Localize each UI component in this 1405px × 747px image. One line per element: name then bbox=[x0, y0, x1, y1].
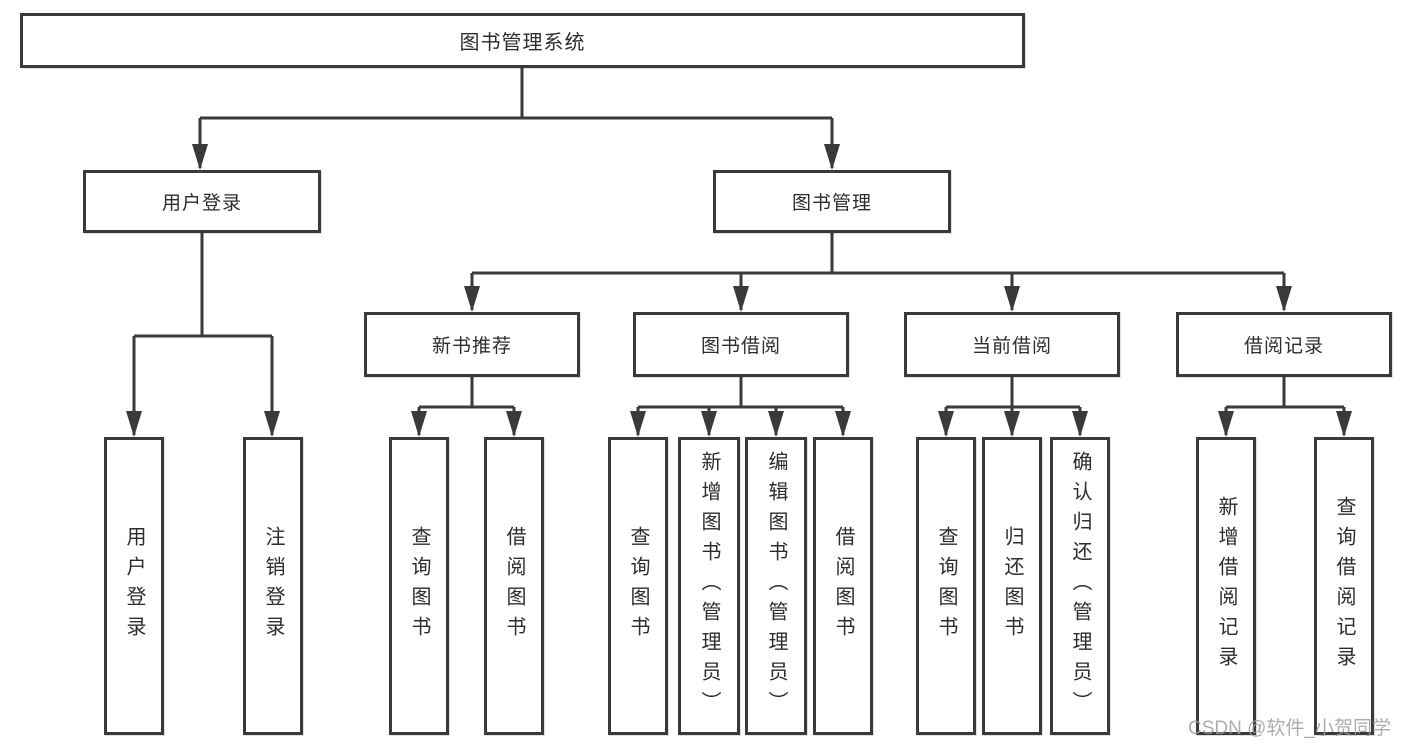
node-book-management-branch: 图书管理 bbox=[713, 170, 951, 233]
arrow-down-icon bbox=[1276, 286, 1292, 312]
leaf-return-book: 归还图书 bbox=[982, 437, 1042, 735]
leaf-borrow-books-borrowing: 借阅图书 bbox=[813, 437, 873, 735]
arrow-down-icon bbox=[630, 411, 646, 437]
leaf-label: 借阅图书 bbox=[503, 526, 525, 646]
leaf-label: 编辑图书（管理员） bbox=[765, 451, 787, 721]
leaf-label: 用户登录 bbox=[123, 526, 145, 646]
leaf-label: 查询借阅记录 bbox=[1333, 496, 1355, 676]
arrow-down-icon bbox=[1004, 286, 1020, 312]
leaf-label: 归还图书 bbox=[1001, 526, 1023, 646]
leaf-label: 查询图书 bbox=[935, 526, 957, 646]
leaf-confirm-return-admin: 确认归还（管理员） bbox=[1050, 437, 1110, 735]
leaf-label: 注销登录 bbox=[262, 526, 284, 646]
leaf-query-books-borrowing: 查询图书 bbox=[608, 437, 668, 735]
arrow-down-icon bbox=[264, 411, 280, 437]
arrow-down-icon bbox=[192, 144, 208, 170]
leaf-label: 查询图书 bbox=[627, 526, 649, 646]
arrow-down-icon bbox=[733, 286, 749, 312]
node-library-management-system: 图书管理系统 bbox=[20, 13, 1025, 68]
arrow-down-icon bbox=[1072, 411, 1088, 437]
csdn-watermark: CSDN @软件_小贺同学 bbox=[1188, 718, 1391, 739]
arrow-down-icon bbox=[701, 411, 717, 437]
arrow-down-icon bbox=[506, 411, 522, 437]
node-book-borrowing: 图书借阅 bbox=[633, 312, 849, 377]
leaf-logout: 注销登录 bbox=[243, 437, 303, 735]
arrow-down-icon bbox=[1218, 411, 1234, 437]
arrow-down-icon bbox=[824, 144, 840, 170]
arrow-down-icon bbox=[411, 411, 427, 437]
leaf-add-borrow-record: 新增借阅记录 bbox=[1196, 437, 1256, 735]
arrow-down-icon bbox=[126, 411, 142, 437]
leaf-query-books-current: 查询图书 bbox=[916, 437, 976, 735]
leaf-edit-book-admin: 编辑图书（管理员） bbox=[745, 437, 807, 735]
leaf-borrow-books-recommend: 借阅图书 bbox=[484, 437, 544, 735]
node-borrowing-records: 借阅记录 bbox=[1176, 312, 1392, 377]
arrow-down-icon bbox=[1004, 411, 1020, 437]
leaf-label: 确认归还（管理员） bbox=[1069, 451, 1091, 721]
leaf-label: 查询图书 bbox=[408, 526, 430, 646]
leaf-label: 借阅图书 bbox=[832, 526, 854, 646]
node-user-login-branch: 用户登录 bbox=[83, 170, 321, 233]
leaf-query-borrow-record: 查询借阅记录 bbox=[1314, 437, 1374, 735]
arrow-down-icon bbox=[1336, 411, 1352, 437]
leaf-user-login: 用户登录 bbox=[104, 437, 164, 735]
arrow-down-icon bbox=[464, 286, 480, 312]
arrow-down-icon bbox=[768, 411, 784, 437]
node-new-book-recommendation: 新书推荐 bbox=[364, 312, 580, 377]
leaf-label: 新增图书（管理员） bbox=[698, 451, 720, 721]
leaf-query-books-recommend: 查询图书 bbox=[389, 437, 449, 735]
leaf-add-book-admin: 新增图书（管理员） bbox=[678, 437, 740, 735]
node-current-borrowing: 当前借阅 bbox=[904, 312, 1120, 377]
arrow-down-icon bbox=[938, 411, 954, 437]
leaf-label: 新增借阅记录 bbox=[1215, 496, 1237, 676]
arrow-down-icon bbox=[835, 411, 851, 437]
